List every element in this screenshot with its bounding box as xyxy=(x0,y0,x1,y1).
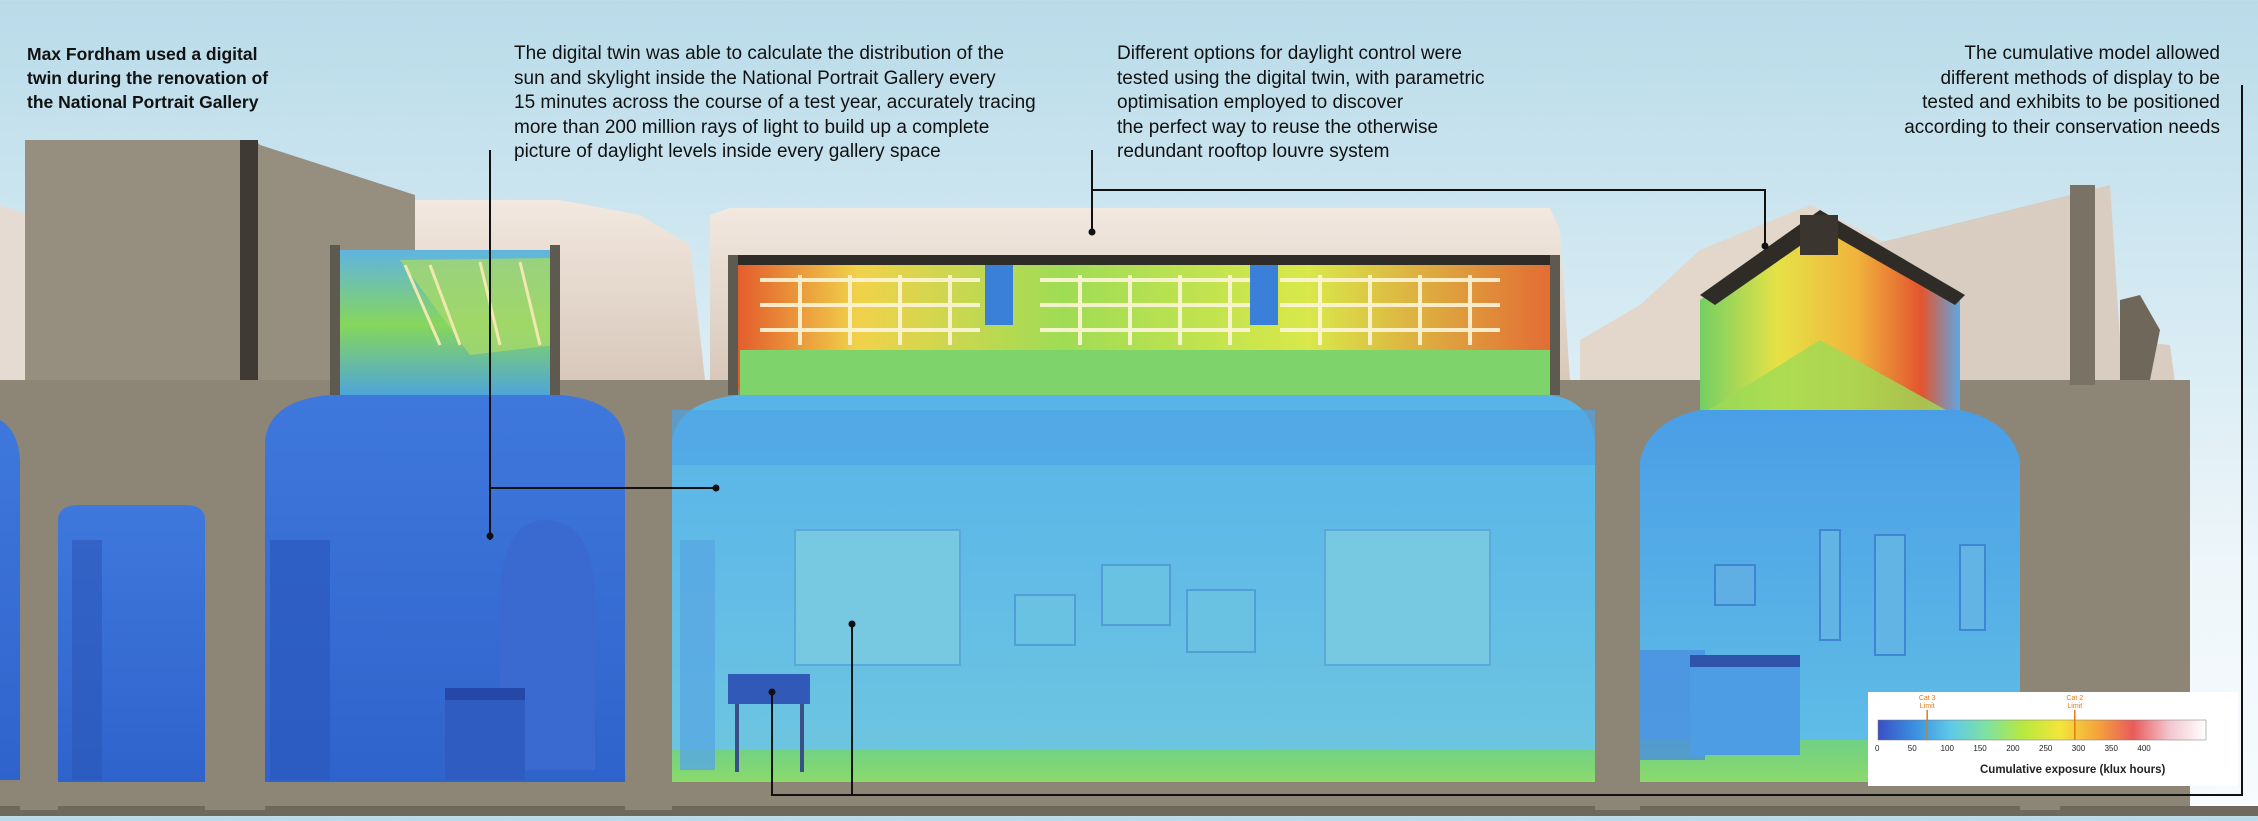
legend-tick-label: 300 xyxy=(2072,744,2086,753)
caption-intro: Max Fordham used a digital twin during t… xyxy=(27,44,269,112)
legend-limit-label: Limit xyxy=(2067,703,2082,710)
leader-line-4 xyxy=(771,85,2243,796)
caption-daylight-distribution: The digital twin was able to calculate t… xyxy=(514,43,1036,162)
leader-line-3-branch xyxy=(1092,189,1766,245)
leader-dots xyxy=(486,228,1769,696)
leader-lines xyxy=(489,85,2243,796)
legend-tick-label: 100 xyxy=(1941,744,1955,753)
legend-tick-label: 200 xyxy=(2006,744,2020,753)
legend-limit-label: Cat 2 xyxy=(2066,695,2083,702)
room-far-left xyxy=(0,420,205,782)
room-right-gallery xyxy=(1640,210,2020,782)
room-left-gallery xyxy=(265,245,625,782)
caption-daylight-control: Different options for daylight control w… xyxy=(1117,43,1485,162)
legend-tick-label: 50 xyxy=(1908,744,1917,753)
legend-limit-label: Limit xyxy=(1920,703,1935,710)
legend-ticks: 0 50 100 150 200 250 300 350 400 xyxy=(1875,744,2151,753)
legend-limit-label: Cat 3 xyxy=(1919,695,1936,702)
legend-tick-label: 400 xyxy=(2137,744,2151,753)
legend-tick-label: 150 xyxy=(1973,744,1987,753)
legend-tick-label: 350 xyxy=(2105,744,2119,753)
legend-title: Cumulative exposure (klux hours) xyxy=(1980,764,2165,776)
legend-tick-label: 0 xyxy=(1875,744,1880,753)
legend-tick-label: 250 xyxy=(2039,744,2053,753)
piers xyxy=(20,380,2060,810)
caption-cumulative-model: The cumulative model allowed different m… xyxy=(1904,43,2220,138)
room-main-gallery xyxy=(672,255,1595,782)
legend-color-bar xyxy=(1877,719,2207,741)
